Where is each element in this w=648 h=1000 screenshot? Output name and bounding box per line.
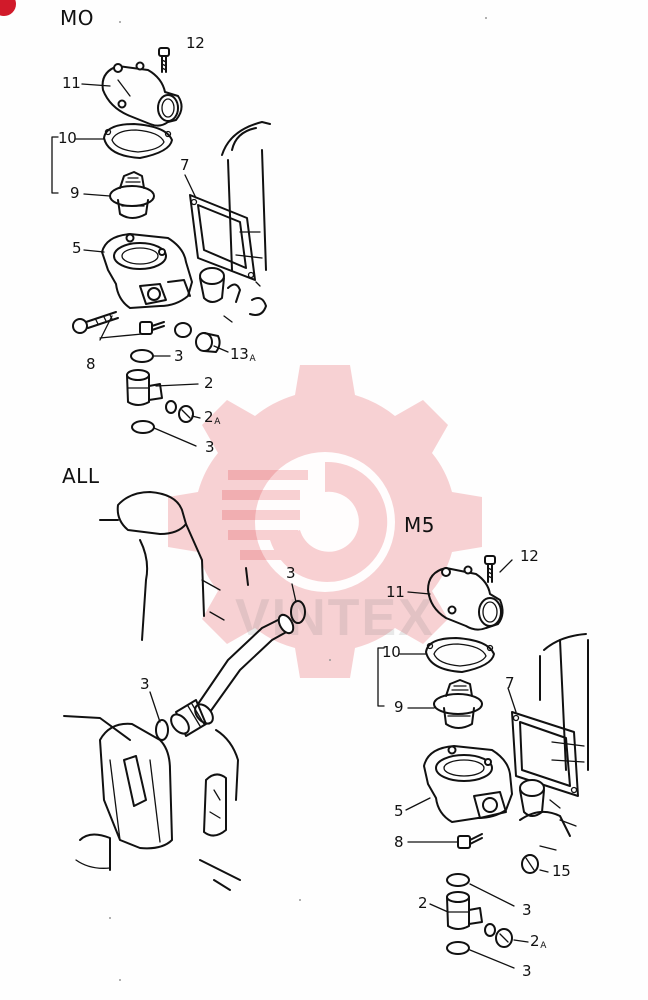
- corner-marker: [0, 0, 16, 16]
- mo-oring-3-upper: [130, 349, 154, 363]
- mo-label-10: 10: [58, 129, 77, 147]
- mo-plug-2a: [165, 400, 194, 423]
- mo-label-8: 8: [86, 355, 96, 373]
- mo-oring-near-housing: [174, 322, 192, 338]
- section-title-mo: MO: [60, 6, 94, 30]
- mo-label-13-number: 13: [230, 345, 249, 363]
- mo-oring-3-lower: [131, 420, 155, 434]
- mo-label-2a-number: 2: [204, 408, 214, 426]
- m5-thermostat-housing-5: [423, 745, 513, 823]
- mo-label-9: 9: [70, 184, 80, 202]
- m5-oring-3-upper: [446, 873, 470, 887]
- scan-specks: [109, 17, 487, 981]
- mo-bolt-12: [158, 47, 170, 73]
- m5-label-15: 15: [552, 862, 571, 880]
- mo-label-11: 11: [62, 74, 81, 92]
- m5-label-10: 10: [382, 643, 401, 661]
- all-label-3-bottom: 3: [140, 675, 150, 693]
- mo-tee-fitting-2: [126, 369, 163, 406]
- mo-label-2a-suffix: A: [214, 417, 221, 427]
- all-engine-outline: [63, 491, 241, 891]
- m5-label-12: 12: [520, 547, 539, 565]
- m5-label-11: 11: [386, 583, 405, 601]
- mo-label-2: 2: [204, 374, 214, 392]
- section-title-m5: M5: [404, 513, 435, 537]
- m5-label-8: 8: [394, 833, 404, 851]
- mo-bolts-8: [72, 311, 165, 341]
- m5-label-2a: 2A: [530, 934, 546, 951]
- mo-gasket-10: [103, 123, 173, 159]
- section-title-all: ALL: [62, 464, 100, 488]
- m5-thermostat-cover-11: [427, 565, 504, 631]
- mo-thermostat-cover-11: [101, 61, 183, 127]
- m5-engine-block: [519, 633, 589, 851]
- m5-pipe-stub: [519, 779, 561, 817]
- m5-gasket-7: [507, 687, 579, 797]
- mo-label-13a: 13A: [230, 345, 256, 364]
- m5-tee-fitting-2: [446, 891, 483, 930]
- watermark-text: VINTEX: [235, 589, 435, 647]
- m5-label-5: 5: [394, 802, 404, 820]
- m5-gasket-10: [425, 637, 495, 673]
- m5-label-3-lower: 3: [522, 962, 532, 980]
- mo-label-3-lower: 3: [205, 438, 215, 456]
- mo-label-5: 5: [72, 239, 82, 257]
- all-oring-3-top: [290, 583, 306, 624]
- m5-plug-2a: [484, 923, 513, 948]
- all-oring-3-bottom: [149, 691, 169, 741]
- all-water-pipe: [170, 567, 295, 737]
- m5-label-3-upper: 3: [522, 901, 532, 919]
- m5-bolt-12: [484, 555, 496, 583]
- m5-label-2a-suffix: A: [540, 941, 547, 951]
- mo-engine-block: [221, 121, 271, 271]
- m5-label-7: 7: [505, 674, 515, 692]
- mo-label-2a: 2A: [204, 410, 220, 427]
- m5-bolt-8: [457, 833, 483, 849]
- m5-thermostat-9: [433, 679, 483, 729]
- mo-thermostat-housing-5: [101, 233, 193, 309]
- mo-label-3-upper: 3: [174, 347, 184, 365]
- m5-label-9: 9: [394, 698, 404, 716]
- mo-pipe-stub: [199, 267, 267, 323]
- m5-label-2a-number: 2: [530, 932, 540, 950]
- m5-leader-lines: [377, 559, 549, 969]
- mo-label-12: 12: [186, 34, 205, 52]
- mo-thermostat-9: [109, 171, 155, 219]
- all-label-3-top: 3: [286, 564, 296, 582]
- mo-label-7: 7: [180, 156, 190, 174]
- mo-label-13-suffix: A: [249, 354, 256, 364]
- mo-plug-13a: [195, 332, 221, 353]
- mo-leader-lines: [51, 83, 229, 447]
- m5-plug-15: [521, 854, 539, 874]
- mo-gasket-7: [184, 174, 256, 281]
- m5-oring-3-lower: [446, 941, 470, 955]
- m5-label-2: 2: [418, 894, 428, 912]
